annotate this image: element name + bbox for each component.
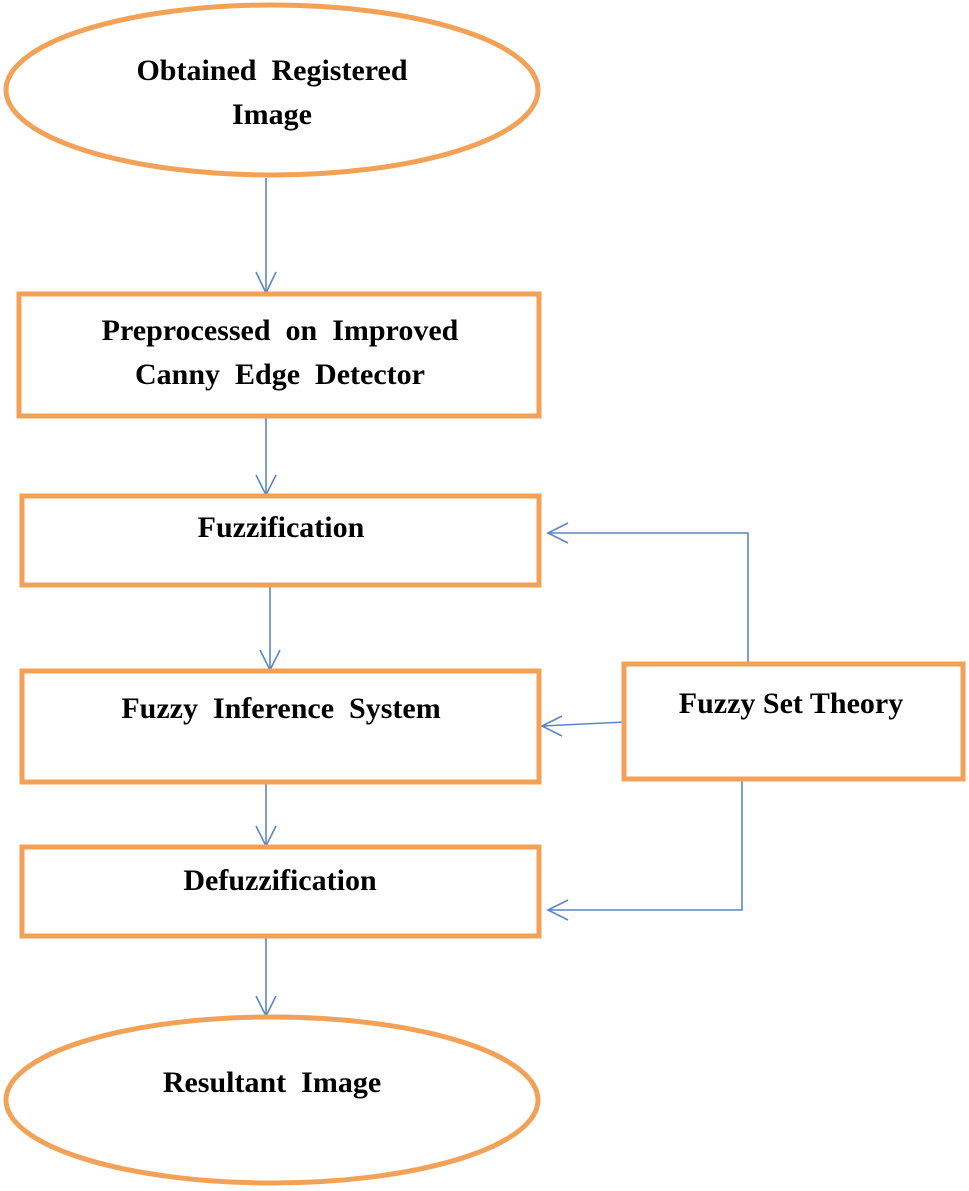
node-fuzzification: Fuzzification [19,493,542,588]
inference-box [19,668,542,785]
set-theory-label: Fuzzy Set Theory [679,687,903,720]
defuzzification-label: Defuzzification [183,864,377,897]
preprocess-label-line-2: Canny Edge Detector [135,358,425,391]
edge-inference-to-defuzzification [255,783,277,848]
preprocess-label-line-1: Preprocessed on Improved [102,314,459,347]
edge-preprocess-to-fuzzification [255,418,277,497]
node-fuzzy-inference-system: Fuzzy Inference System [19,668,542,785]
set-theory-box [621,661,966,782]
start-ellipse [3,2,541,178]
preprocess-box [16,291,542,419]
defuzzification-box [19,844,542,939]
node-preprocessed-canny: Preprocessed on Improved Canny Edge Dete… [16,291,542,419]
result-label: Resultant Image [163,1066,381,1099]
node-obtained-registered-image: Obtained Registered Image [3,2,541,178]
node-resultant-image: Resultant Image [3,1014,541,1186]
fuzzification-label: Fuzzification [198,511,365,544]
node-fuzzy-set-theory: Fuzzy Set Theory [621,661,966,782]
edge-settheory-to-defuzzification [546,779,936,921]
edge-settheory-to-inference [540,715,626,737]
edge-defuzzification-to-result [255,937,277,1018]
edge-start-to-preprocess [255,178,277,295]
start-label-line-1: Obtained Registered [136,54,407,87]
edge-settheory-to-fuzzification [546,522,948,665]
start-label-line-2: Image [232,98,312,131]
result-ellipse [3,1014,541,1186]
edge-fuzzification-to-inference [259,587,281,672]
node-defuzzification: Defuzzification [19,844,542,939]
fuzzification-box [19,493,542,588]
inference-label: Fuzzy Inference System [121,692,440,725]
